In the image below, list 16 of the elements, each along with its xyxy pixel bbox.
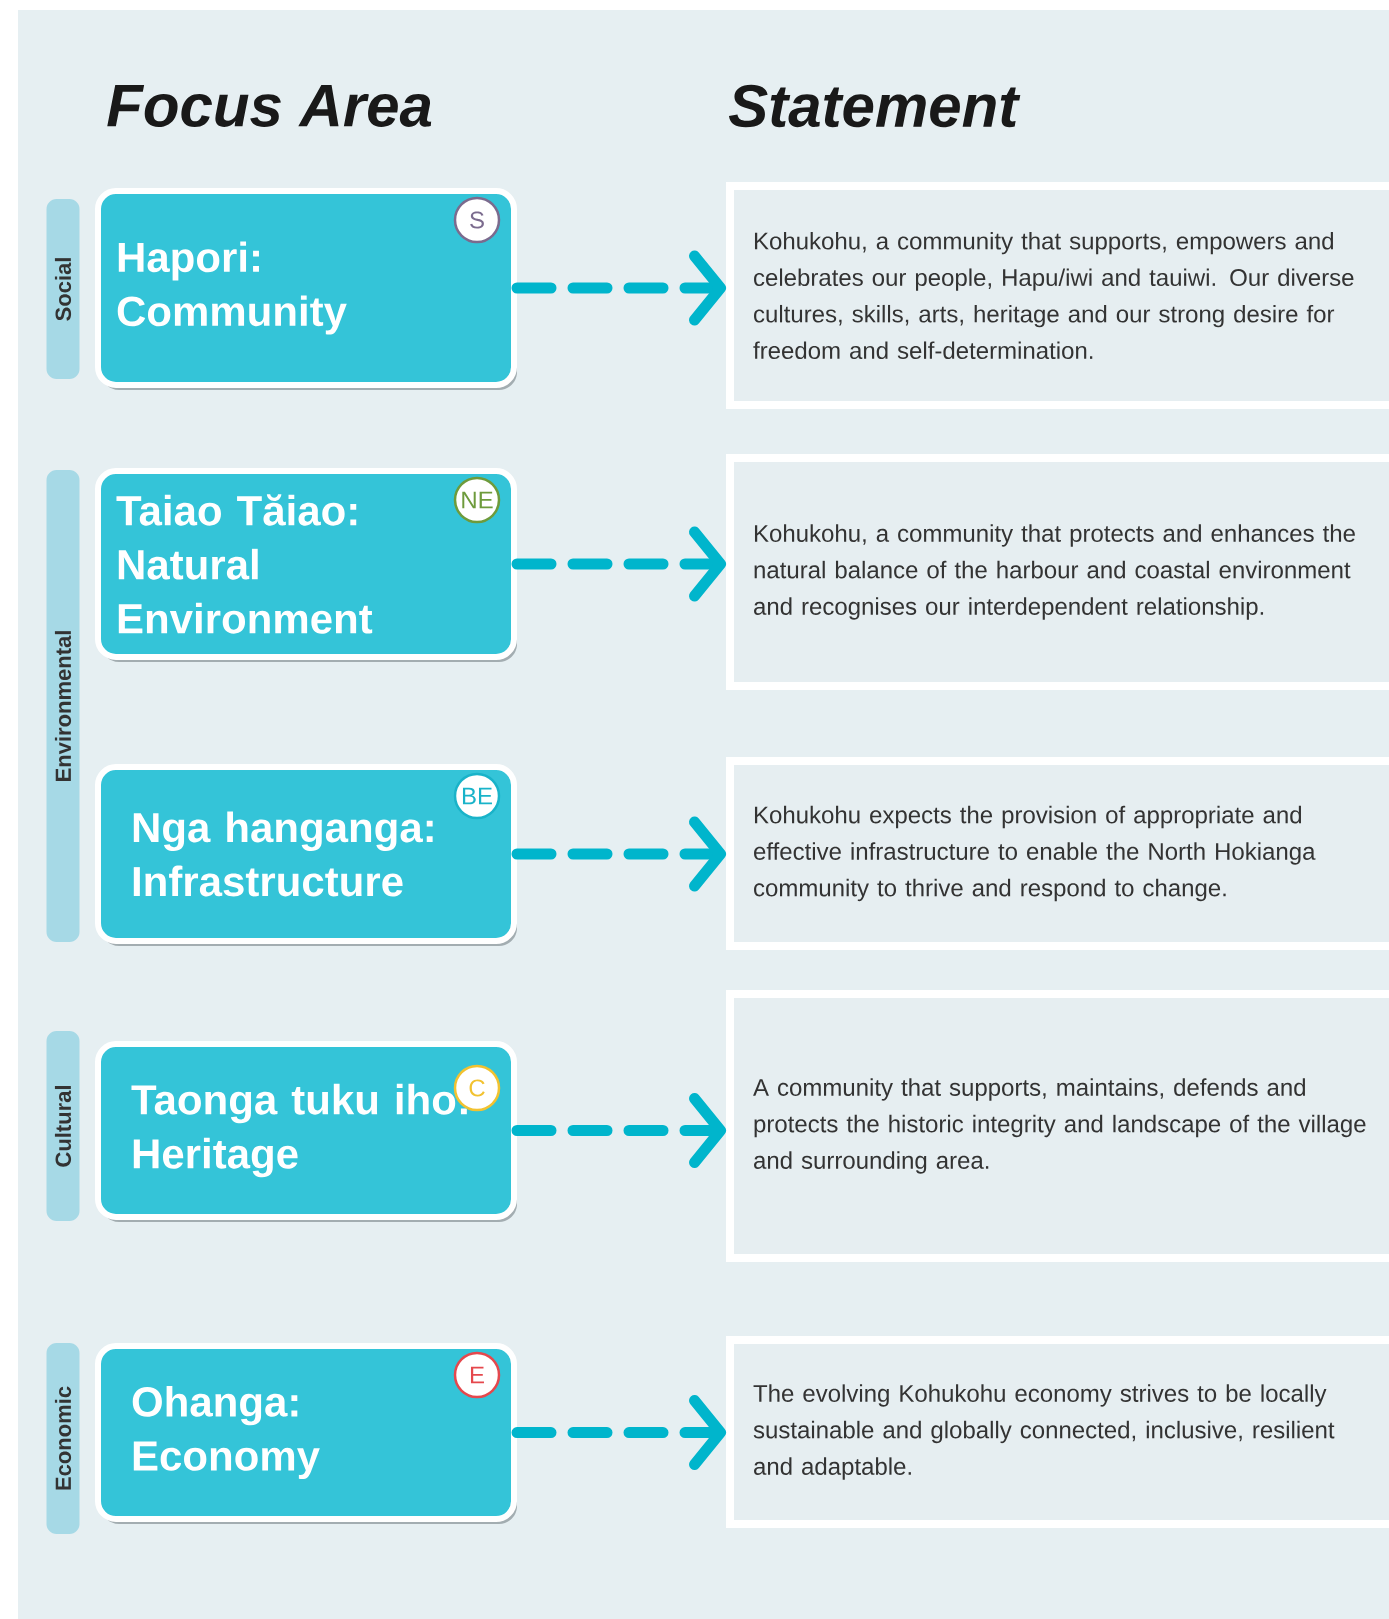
statement-box: Kohukohu, a community that supports, empowers and celebrates our people, Hapu/iwi and tauiwi. Our diverse cultures, skills, arts, heritage and our strong desire for freedom and self-determination. — [726, 182, 1389, 409]
arrow — [511, 1093, 726, 1168]
column-heading: Focus Area — [107, 85, 432, 127]
category-band: Environmental — [46, 470, 80, 942]
statement-box: The evolving Kohukohu economy strives to be locally sustainable and globally connected, inclusive, resilient and adaptable. — [726, 1336, 1389, 1528]
arrow — [511, 250, 726, 326]
category-band: Economic — [46, 1343, 80, 1534]
statement-box: Kohukohu, a community that protects and enhances the natural balance of the harbour and coastal environment and recognises our interdependent relationship. — [726, 454, 1389, 690]
arrow — [511, 526, 726, 602]
statement-box: Kohukohu expects the provision of appropriate and effective infrastructure to enable the North Hokianga community to thrive and respond to change. — [726, 757, 1389, 950]
column-heading: Statement — [728, 84, 1021, 128]
arrow — [511, 1395, 726, 1470]
statement-box: A community that supports, maintains, defends and protects the historic integrity and landscape of the village and surrounding area. — [726, 990, 1389, 1262]
category-band: Social — [46, 199, 80, 379]
arrow — [511, 816, 726, 892]
category-band: Cultural — [46, 1031, 80, 1221]
